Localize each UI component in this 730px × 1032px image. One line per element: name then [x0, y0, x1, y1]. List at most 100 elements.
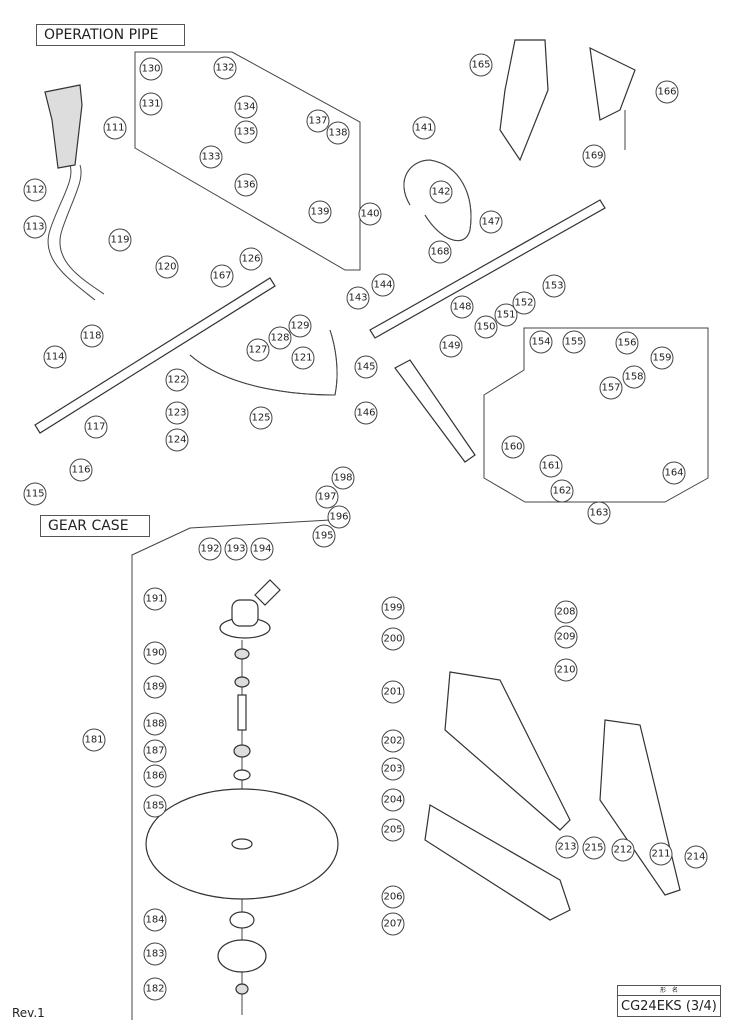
callout-circle: [165, 368, 189, 392]
callout-circle: [381, 627, 405, 651]
bracket-145: [394, 359, 476, 463]
callout-label: 186: [145, 771, 164, 782]
callout-183: 183: [143, 942, 167, 966]
callout-circle: [315, 485, 339, 509]
callout-label: 183: [145, 949, 164, 960]
harness-165: [499, 39, 549, 162]
callout-195: 195: [312, 524, 336, 548]
callout-circle: [143, 739, 167, 763]
callout-label: 111: [105, 123, 124, 134]
callout-130: 130: [139, 57, 163, 81]
callout-label: 162: [552, 486, 571, 497]
callout-184: 184: [143, 908, 167, 932]
shaft-stack: [145, 640, 339, 1015]
callout-133: 133: [199, 145, 223, 169]
callout-label: 126: [241, 254, 260, 265]
callout-circle: [23, 482, 47, 506]
callout-label: 133: [201, 152, 220, 163]
callout-label: 124: [167, 435, 186, 446]
callout-label: 196: [329, 512, 348, 523]
callout-label: 123: [167, 408, 186, 419]
callout-167: 167: [210, 264, 234, 288]
callout-147: 147: [479, 210, 503, 234]
callout-label: 215: [584, 843, 603, 854]
callout-112: 112: [23, 178, 47, 202]
callout-label: 132: [215, 63, 234, 74]
callout-label: 200: [383, 634, 402, 645]
callout-204: 204: [381, 788, 405, 812]
callout-label: 209: [556, 632, 575, 643]
callout-150: 150: [474, 315, 498, 339]
callouts: 1111121131141151161171181191201211221231…: [23, 53, 708, 1001]
callout-circle: [622, 365, 646, 389]
callout-label: 206: [383, 892, 402, 903]
callout-circle: [43, 345, 67, 369]
loop-handle-125: [189, 329, 338, 396]
callout-206: 206: [381, 885, 405, 909]
callout-label: 192: [200, 544, 219, 555]
callout-163: 163: [587, 501, 611, 525]
callout-circle: [381, 912, 405, 936]
callout-circle: [143, 764, 167, 788]
callout-label: 130: [141, 64, 160, 75]
callout-196: 196: [327, 505, 351, 529]
callout-label: 187: [145, 746, 164, 757]
callout-137: 137: [306, 109, 330, 133]
callout-circle: [143, 675, 167, 699]
callout-label: 208: [556, 607, 575, 618]
callout-circle: [143, 942, 167, 966]
callout-circle: [23, 215, 47, 239]
callout-label: 203: [383, 764, 402, 775]
callout-label: 153: [544, 281, 563, 292]
callout-label: 204: [383, 795, 402, 806]
callout-139: 139: [308, 200, 332, 224]
callout-label: 134: [236, 102, 255, 113]
callout-circle: [346, 286, 370, 310]
callout-148: 148: [450, 295, 474, 319]
callout-label: 185: [145, 801, 164, 812]
callout-label: 193: [226, 544, 245, 555]
callout-152: 152: [512, 291, 536, 315]
callout-circle: [554, 625, 578, 649]
callout-label: 115: [25, 489, 44, 500]
callout-circle: [469, 53, 493, 77]
callout-circle: [239, 247, 263, 271]
callout-113: 113: [23, 215, 47, 239]
callout-115: 115: [23, 482, 47, 506]
callout-208: 208: [554, 600, 578, 624]
callout-205: 205: [381, 818, 405, 842]
callout-144: 144: [371, 273, 395, 297]
callout-140: 140: [358, 202, 382, 226]
callout-label: 165: [471, 60, 490, 71]
callout-label: 169: [584, 151, 603, 162]
callout-circle: [165, 401, 189, 425]
callout-156: 156: [615, 331, 639, 355]
callout-label: 197: [317, 492, 336, 503]
callout-circle: [246, 338, 270, 362]
callout-212: 212: [611, 838, 635, 862]
group-outline-153: [483, 327, 709, 503]
callout-circle: [655, 80, 679, 104]
callout-120: 120: [155, 255, 179, 279]
section-title-operation-pipe: OPERATION PIPE: [36, 24, 185, 46]
callout-202: 202: [381, 729, 405, 753]
callout-126: 126: [239, 247, 263, 271]
callout-label: 114: [45, 352, 64, 363]
callout-197: 197: [315, 485, 339, 509]
callout-circle: [501, 435, 525, 459]
callout-168: 168: [428, 240, 452, 264]
callout-label: 146: [356, 408, 375, 419]
callout-114: 114: [43, 345, 67, 369]
callout-circle: [381, 596, 405, 620]
callout-circle: [327, 505, 351, 529]
callout-circle: [143, 641, 167, 665]
callout-label: 207: [383, 919, 402, 930]
callout-circle: [143, 977, 167, 1001]
callout-circle: [428, 240, 452, 264]
callout-label: 150: [476, 322, 495, 333]
callout-circle: [562, 330, 586, 354]
callout-circle: [450, 295, 474, 319]
callout-circle: [550, 479, 574, 503]
callout-circle: [599, 376, 623, 400]
callout-label: 149: [441, 341, 460, 352]
